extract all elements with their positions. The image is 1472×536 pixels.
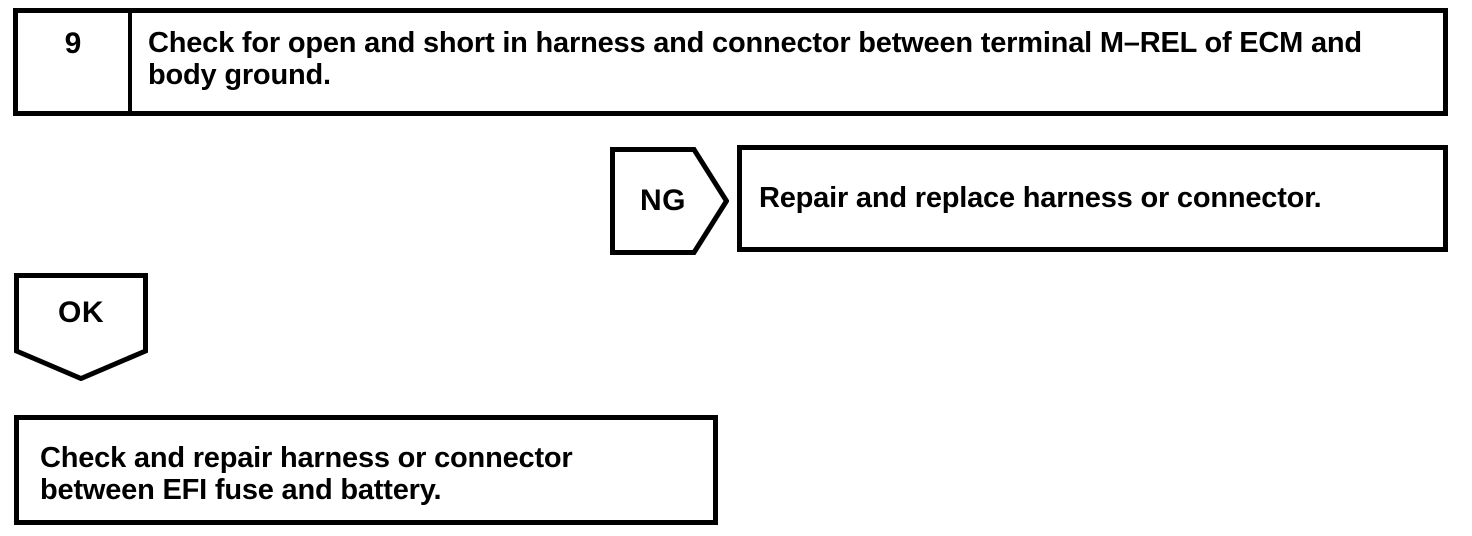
ng-connector: NG	[610, 147, 729, 255]
ok-label: OK	[58, 296, 104, 329]
step-number: 9	[18, 13, 132, 111]
ng-arrow-shape	[610, 147, 729, 255]
ok-connector: OK	[14, 273, 148, 381]
ng-label: NG	[640, 184, 686, 217]
ok-action-text: Check and repair harness or connector be…	[40, 442, 573, 506]
ok-arrow-shape	[14, 273, 148, 381]
ok-action-box: Check and repair harness or connector be…	[14, 415, 718, 525]
ng-action-text: Repair and replace harness or connector.	[759, 182, 1322, 214]
ng-action-box: Repair and replace harness or connector.	[737, 145, 1448, 252]
step-box: 9 Check for open and short in harness an…	[13, 8, 1448, 116]
step-description: Check for open and short in harness and …	[148, 27, 1362, 91]
